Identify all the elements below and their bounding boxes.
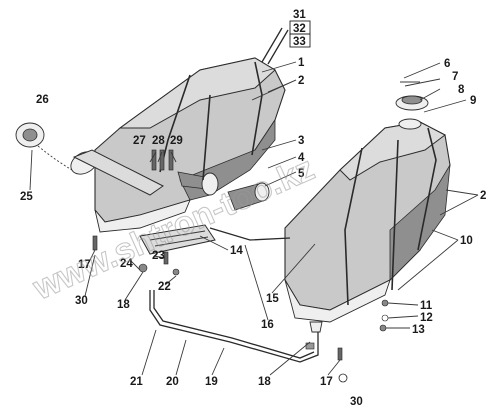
callout-22: 22 [158, 281, 171, 293]
callout-4: 4 [298, 152, 305, 164]
fuel-tap-4 [227, 182, 270, 211]
callout-18-left: 18 [117, 299, 130, 311]
callout-labels: 31 32 33 1 2 3 4 5 6 7 8 9 2 10 11 12 13… [20, 9, 486, 408]
bracket-14 [139, 224, 216, 255]
cap-chain [37, 145, 73, 171]
callout-31: 31 [293, 9, 306, 21]
cap-26 [15, 122, 45, 148]
callout-33: 33 [293, 36, 306, 48]
callout-3: 3 [298, 135, 304, 147]
callout-1: 1 [298, 57, 305, 69]
callout-29: 29 [170, 135, 183, 147]
callout-21: 21 [130, 376, 143, 388]
callout-17-bottom: 17 [320, 376, 333, 388]
callout-15: 15 [266, 293, 279, 305]
callout-18-bottom: 18 [258, 376, 271, 388]
callout-11: 11 [420, 300, 433, 312]
callout-16: 16 [261, 319, 274, 331]
callout-23: 23 [152, 250, 165, 262]
callout-box-33 [289, 33, 311, 48]
callout-20: 20 [166, 376, 179, 388]
callout-2-right: 2 [480, 190, 486, 202]
callout-30-bottom: 30 [350, 396, 363, 408]
callout-7: 7 [452, 71, 458, 83]
callout-24: 24 [120, 258, 133, 270]
callout-2-left: 2 [298, 75, 304, 87]
callout-10: 10 [460, 235, 473, 247]
callout-26: 26 [36, 94, 49, 106]
callout-17-left: 17 [78, 259, 91, 271]
fuel-lines [149, 227, 319, 363]
callout-30-left: 30 [75, 295, 88, 307]
callout-32: 32 [293, 23, 306, 35]
callout-14: 14 [230, 245, 243, 257]
callout-5: 5 [298, 168, 305, 180]
callout-8: 8 [458, 84, 465, 96]
right-fuel-tank [284, 95, 451, 323]
callout-12: 12 [420, 312, 433, 324]
left-fuel-tank [70, 27, 289, 233]
callout-6: 6 [444, 58, 450, 70]
leader-lines [29, 61, 479, 376]
callout-25: 25 [20, 191, 33, 203]
callout-28: 28 [152, 135, 165, 147]
callout-9: 9 [470, 95, 476, 107]
callout-27: 27 [133, 135, 146, 147]
callout-19: 19 [205, 376, 218, 388]
callout-13: 13 [412, 324, 425, 336]
